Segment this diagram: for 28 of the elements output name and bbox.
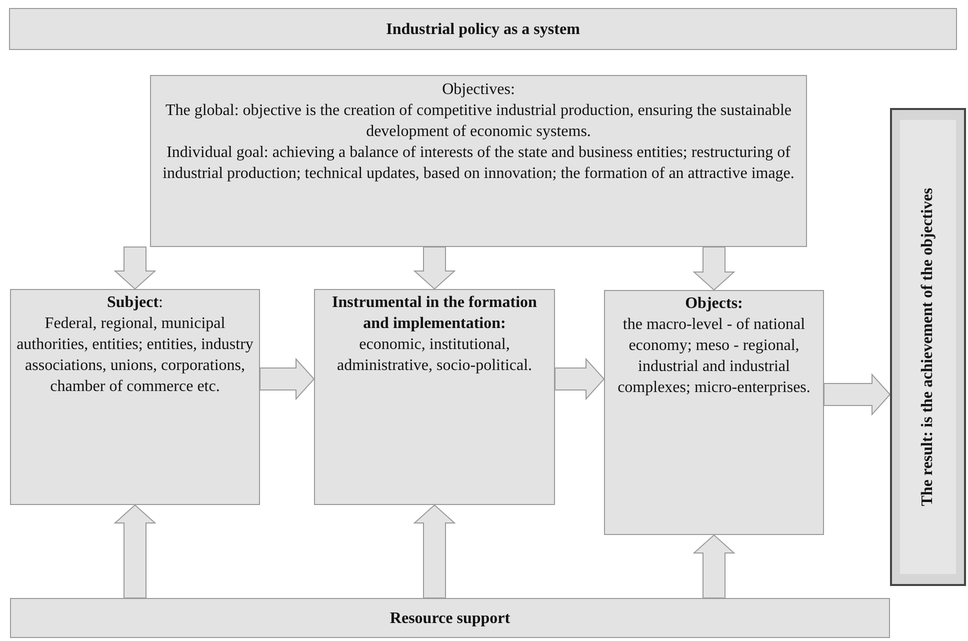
block-arrow [554, 358, 605, 400]
box-text: Resource support [390, 608, 510, 628]
box-text: Individual goal: achieving a balance of interests of the state and business entities; restructuring of industrial production; technical updates, based on innovation; the formation of an attractive image. [162, 143, 796, 184]
block-arrow [692, 534, 736, 598]
banner-box [9, 8, 957, 50]
box-heading: Subject: [106, 293, 163, 313]
box-heading: Objectives: [442, 80, 515, 100]
process-box [10, 289, 260, 505]
block-arrow [824, 373, 891, 416]
block-arrow [413, 504, 456, 598]
box-text: Federal, regional, municipal authorities, entities; entities, industry associations, unions, corporations, chamber of commerce etc. [16, 314, 254, 397]
process-box [314, 289, 555, 505]
box-text: Industrial policy as a system [386, 20, 580, 40]
block-arrow [413, 246, 456, 290]
block-arrow [260, 358, 315, 400]
result-text: The result: is the achievement of the objectives [919, 188, 937, 506]
result-box [890, 108, 966, 586]
process-box [150, 75, 807, 247]
block-arrow [114, 504, 156, 598]
process-box [604, 290, 824, 535]
box-text: the macro-level - of national economy; meso - regional, industrial and industrial complexes; micro-enterprises. [616, 315, 812, 398]
block-arrow [692, 246, 736, 291]
box-heading: Objects: [685, 294, 743, 314]
block-arrow [114, 246, 156, 290]
box-heading: Instrumental in the formation and implementation: [331, 293, 538, 334]
box-text: economic, institutional, administrative, socio-political. [336, 335, 534, 376]
banner-box [10, 598, 890, 638]
box-text: The global: objective is the creation of competitive industrial production, ensuring the sustainable development of economic systems. [164, 101, 793, 142]
